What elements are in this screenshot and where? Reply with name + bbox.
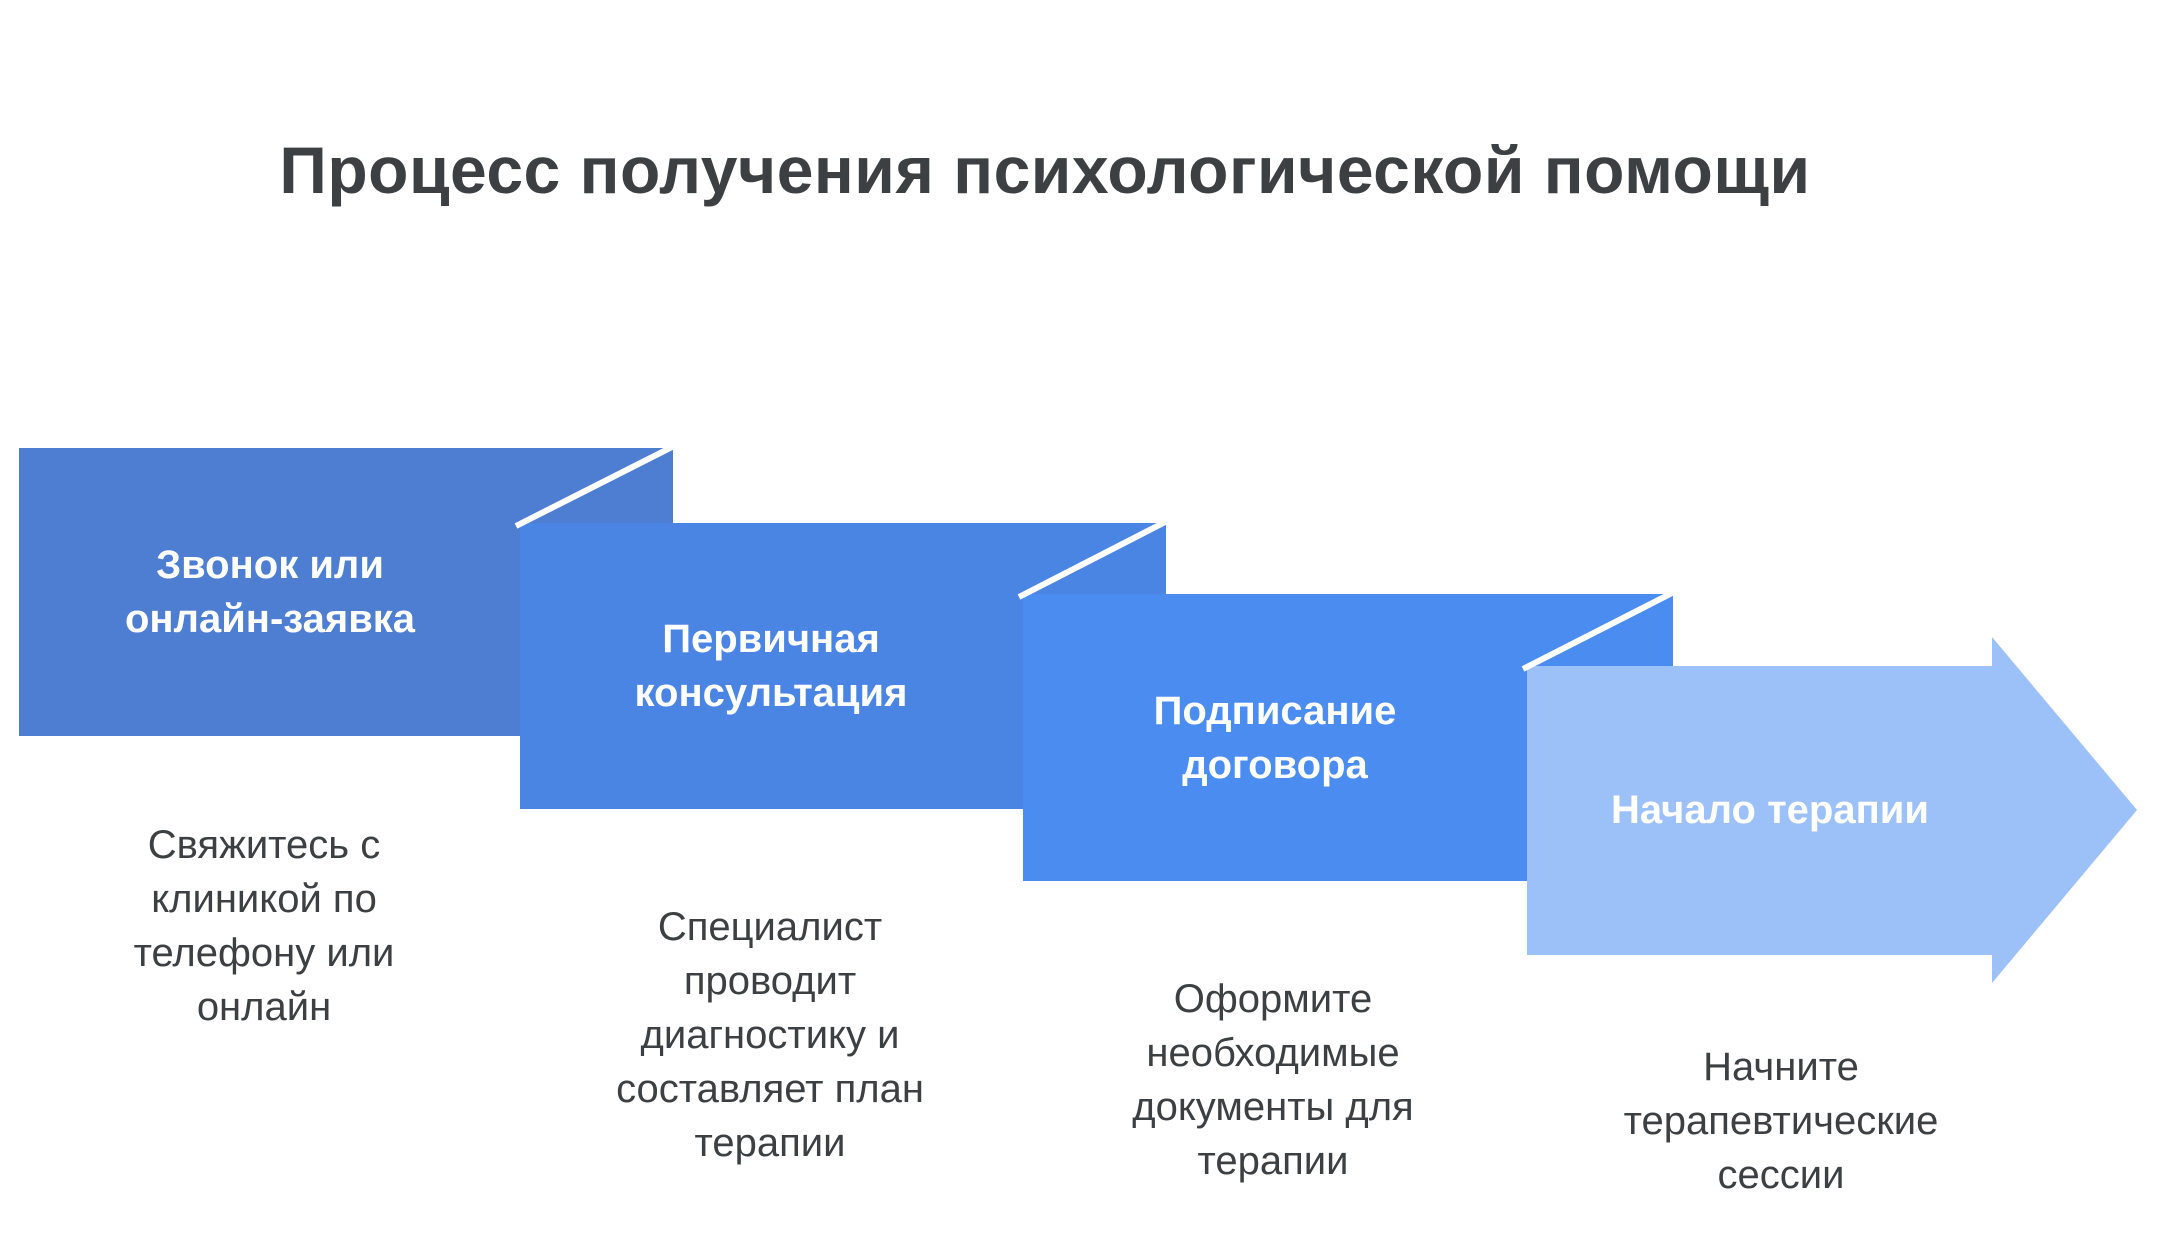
step-1-shape: [19, 448, 673, 736]
step-1-title: Звонок или онлайн-заявка: [124, 543, 416, 641]
step-2-description: Специалист проводит диагностику и состав…: [616, 905, 924, 1165]
step-3-title: Подписание договора: [1153, 689, 1397, 787]
fold-seam-2: [1017, 517, 1171, 600]
fold-seam-3: [1521, 588, 1678, 672]
step-2-shape: [520, 523, 1166, 809]
fold-seam-1: [514, 442, 678, 529]
step-4-arrow-shape: [1527, 637, 2137, 983]
diagram-title: Процесс получения психологической помощи: [279, 133, 1811, 207]
step-3-description: Оформите необходимые документы для терап…: [1132, 977, 1414, 1183]
step-4-description: Начните терапевтические сессии: [1623, 1045, 1939, 1197]
step-1-description: Свяжитесь с клиникой по телефону или онл…: [133, 823, 395, 1029]
step-3-shape: [1023, 594, 1673, 881]
step-2-title: Первичная консультация: [634, 617, 908, 715]
step-4-title: Начало терапии: [1611, 788, 1929, 832]
